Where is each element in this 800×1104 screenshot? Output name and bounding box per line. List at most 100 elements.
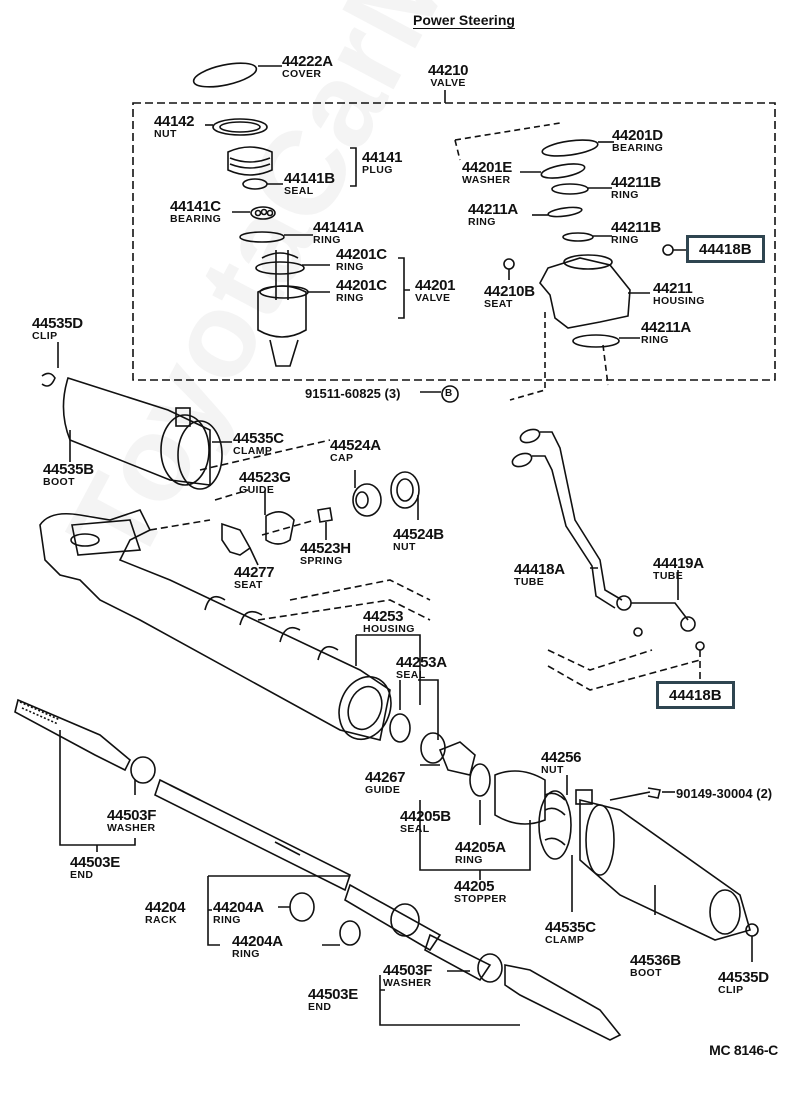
part-number: 44503F	[107, 807, 157, 824]
part-name: CLIP	[718, 984, 744, 996]
part-number: 44256	[541, 749, 582, 766]
washer-part	[540, 163, 586, 179]
part-name: BEARING	[612, 142, 664, 154]
part-number: 44277	[234, 564, 275, 581]
clamp-part	[175, 407, 191, 427]
part-name: VALVE	[415, 292, 451, 304]
cover-part	[192, 62, 258, 88]
highlight-seat-44418b-top[interactable]: 44418B	[686, 235, 765, 263]
nut-44256-part	[538, 790, 572, 860]
part-name: RACK	[145, 914, 177, 926]
seat-44277-part	[221, 522, 252, 556]
part-number: 44141C	[170, 198, 221, 215]
part-name: RING	[468, 216, 496, 228]
part-number: 44535D	[32, 315, 83, 332]
part-name: RING	[455, 854, 483, 866]
highlight-seat-44418b-bottom[interactable]: 44418B	[656, 681, 735, 709]
part-name: BOOT	[630, 967, 662, 979]
boot-right-part	[579, 798, 751, 941]
part-number: 44201D	[612, 127, 663, 144]
part-number: 44205B	[400, 808, 451, 825]
part-number: 44418B	[699, 241, 752, 258]
part-number: 44141A	[313, 219, 364, 236]
part-number: 44535C	[545, 919, 596, 936]
part-number: 44222A	[282, 53, 333, 70]
part-name: SEAL	[396, 669, 426, 681]
ring-b-part	[551, 183, 589, 195]
part-name: PLUG	[362, 164, 393, 176]
tie-rod-end-right	[504, 964, 622, 1041]
part-number: 44524A	[330, 437, 381, 454]
stopper-part	[494, 770, 546, 825]
part-name: RING	[611, 189, 639, 201]
ring-44204a-part	[289, 892, 315, 922]
part-name: SEAL	[284, 185, 314, 197]
nut-part	[212, 118, 268, 136]
part-name: BOOT	[43, 476, 75, 488]
tube-b-part	[631, 602, 689, 621]
ring-44205a-part	[469, 763, 491, 797]
cap-part	[352, 483, 382, 517]
spring-part	[317, 507, 333, 523]
clamp-right-part	[575, 789, 593, 805]
ring-44204a2-part	[339, 920, 361, 946]
part-name: WASHER	[107, 822, 156, 834]
part-number: 44503E	[308, 986, 358, 1003]
valve-group-box	[132, 102, 776, 381]
callout-bolt-91511[interactable]: 91511-60825 (3)	[305, 386, 401, 401]
diagram-code: MC 8146-C	[709, 1042, 778, 1058]
part-number: 44141	[362, 149, 403, 166]
part-name: SEAL	[400, 823, 430, 835]
callout-bolt-90149[interactable]: 90149-30004 (2)	[676, 786, 773, 801]
ring-b2-part	[562, 232, 594, 242]
part-name: RING	[232, 948, 260, 960]
rack-bar	[154, 778, 351, 892]
part-number: 44201C	[336, 277, 387, 294]
